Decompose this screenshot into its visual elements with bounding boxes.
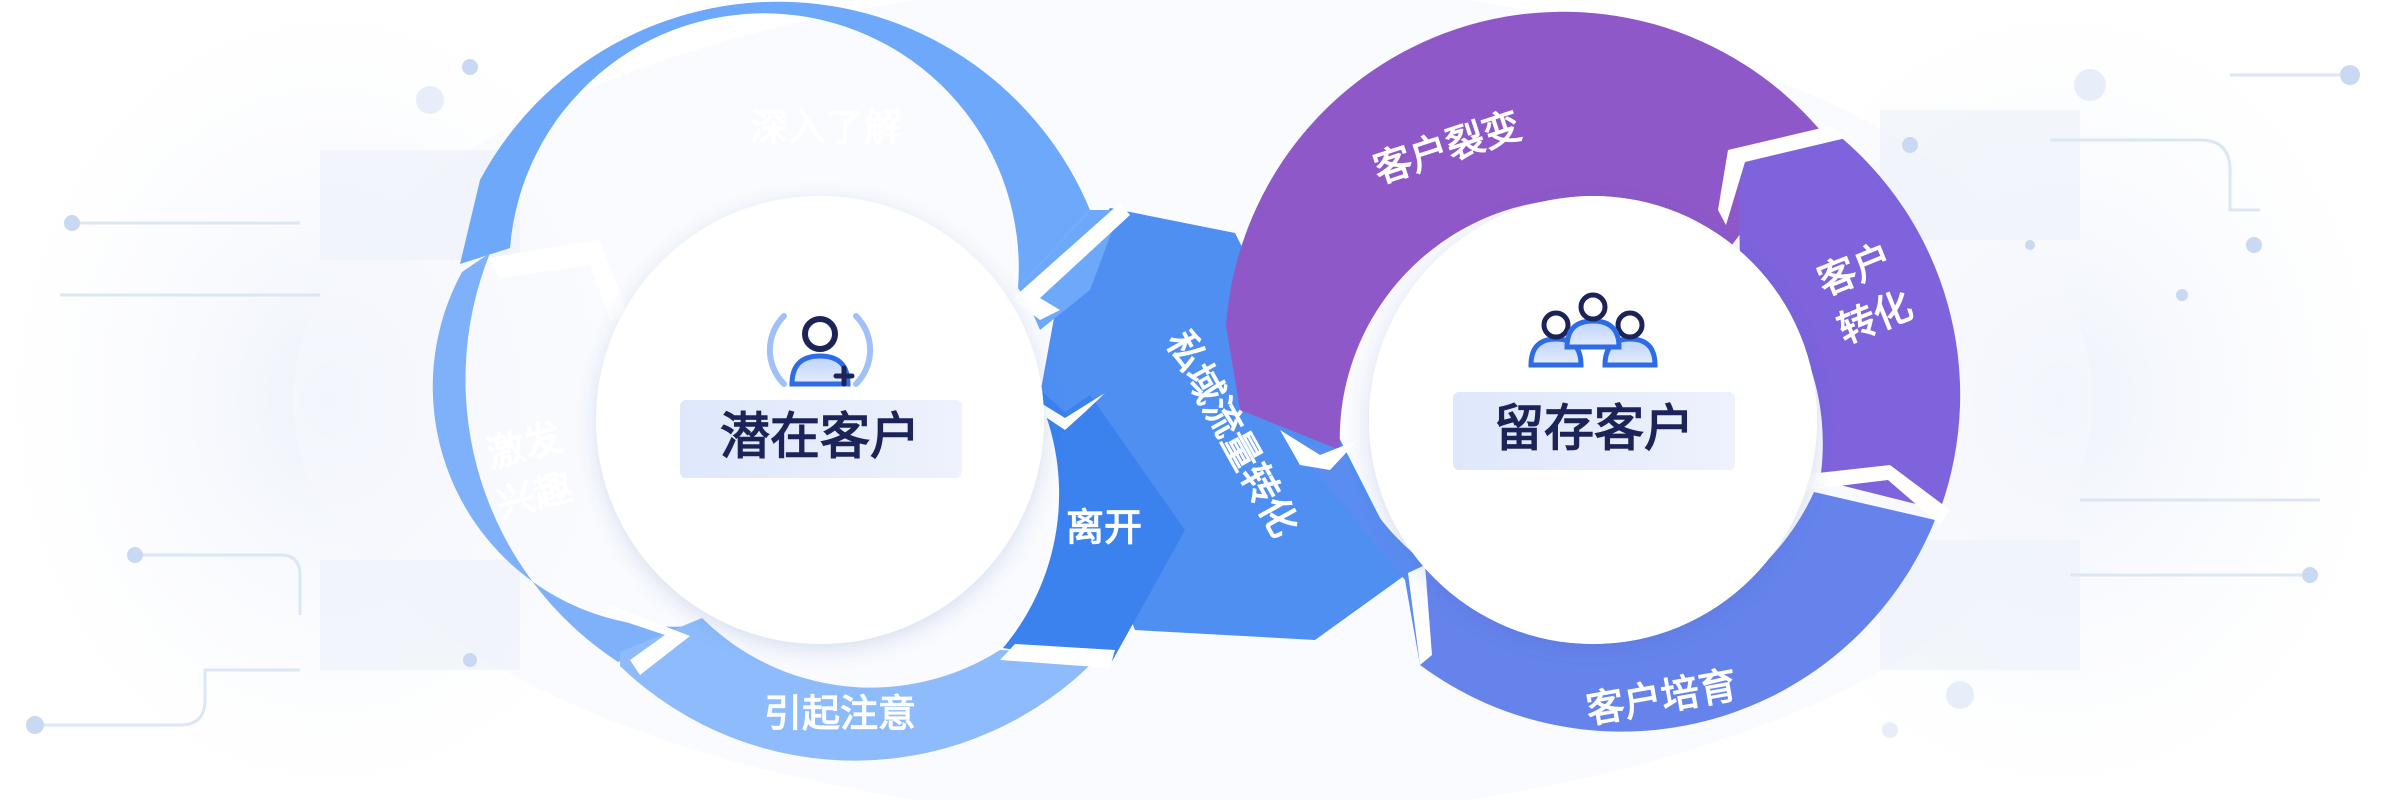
label-deep-understand: 深入了解 — [750, 106, 902, 150]
segment-deep-understand — [460, 1, 1090, 288]
signal-arc-left-icon — [766, 313, 787, 387]
segment-fission — [1226, 11, 1820, 451]
segment-leave — [1003, 383, 1185, 665]
potential-customer-icon — [766, 313, 874, 387]
signal-arc-right-icon — [853, 313, 874, 387]
segment-conversion — [1738, 130, 1961, 510]
segment-attract-attention — [620, 618, 1100, 761]
label-leave: 离开 — [1066, 506, 1142, 550]
label-attract-attention: 引起注意 — [764, 692, 916, 736]
right-loop: 留存客户 客户裂变 客户 转化 客户培育 — [1226, 11, 1961, 732]
person-head-icon — [802, 316, 838, 352]
right-title-plate — [1453, 392, 1735, 470]
right-chevrons — [1280, 126, 1950, 665]
segment-nurture — [1420, 492, 1935, 732]
left-title-plate — [680, 400, 962, 478]
right-center-title: 留存客户 — [1494, 400, 1694, 458]
person-center-icon — [1564, 292, 1622, 350]
segment-spark-interest — [432, 253, 692, 662]
person-body-icon — [789, 353, 851, 387]
retained-customers-icon — [1528, 292, 1658, 368]
left-center-title: 潜在客户 — [720, 408, 920, 466]
segment-nurture-tail — [1290, 440, 1428, 665]
left-loop: 潜在客户 深入了解 激发 兴趣 引起注意 离开 — [432, 1, 1185, 761]
left-chevrons — [488, 203, 1130, 675]
plus-icon — [833, 365, 855, 387]
